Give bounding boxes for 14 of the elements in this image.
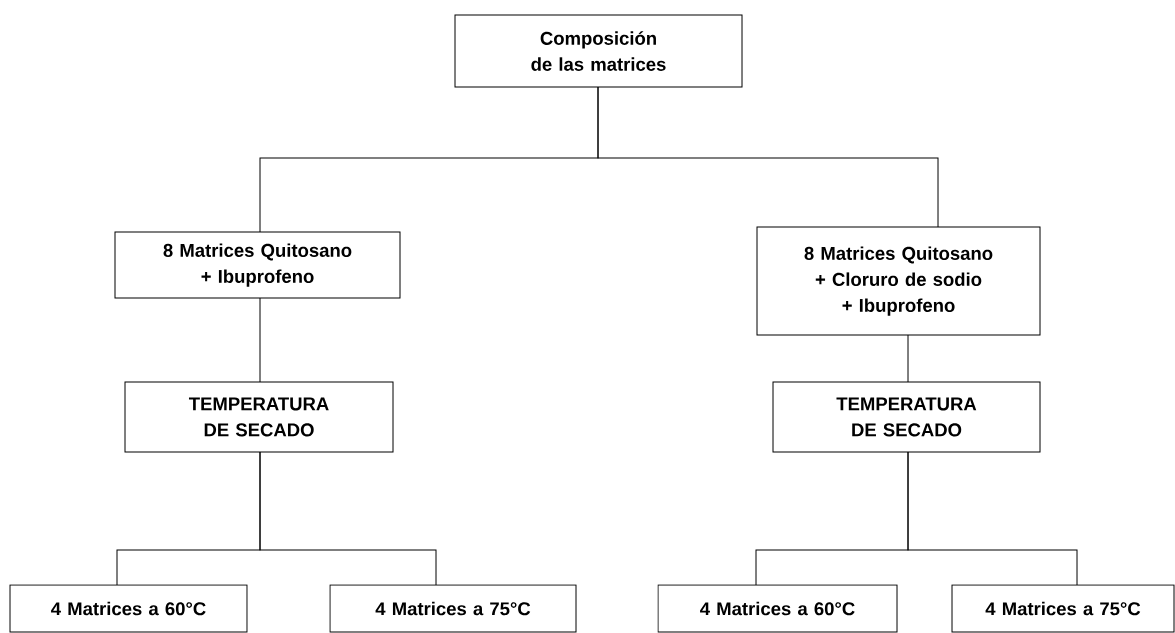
- process-box: 8 Matrices Quitosano + Ibuprofeno: [114, 231, 401, 299]
- connector-line: [259, 297, 261, 383]
- connector-line: [597, 86, 939, 228]
- connector-line: [259, 451, 437, 586]
- process-box: 4 Matrices a 60°C: [9, 584, 248, 633]
- process-box: 4 Matrices a 75°C: [951, 584, 1175, 633]
- process-box: TEMPERATURA DE SECADO: [124, 381, 394, 453]
- connector-line: [907, 334, 909, 383]
- process-box: TEMPERATURA DE SECADO: [772, 381, 1041, 453]
- process-box: 4 Matrices a 60°C: [657, 584, 898, 633]
- process-box: 8 Matrices Quitosano + Cloruro de sodio + Ibuprofeno: [756, 226, 1041, 336]
- process-box: 4 Matrices a 75°C: [329, 584, 577, 633]
- process-box: Composición de las matrices: [454, 14, 743, 88]
- connector-line: [907, 451, 1078, 586]
